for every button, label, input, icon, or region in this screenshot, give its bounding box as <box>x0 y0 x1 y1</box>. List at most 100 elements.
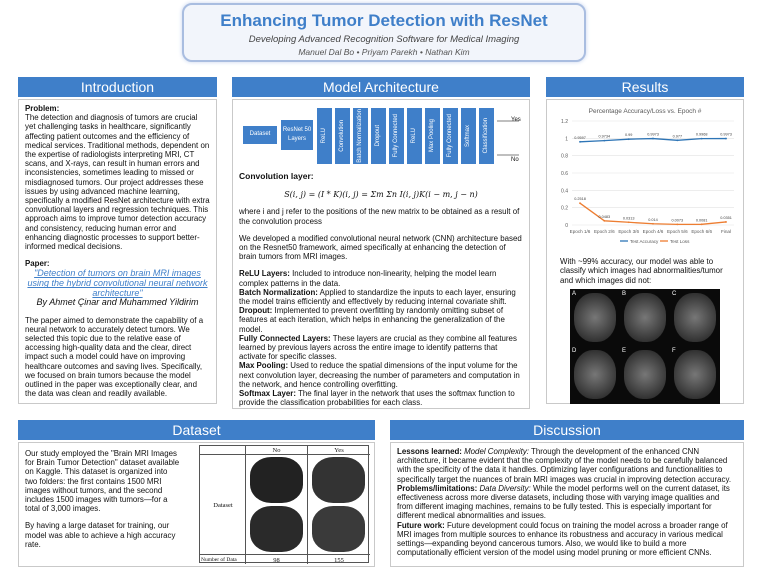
arch-layer-3: Dropout <box>371 108 386 164</box>
chart-point <box>676 223 679 226</box>
table-count-yes: 155 <box>334 557 344 564</box>
mri-letter-b: B <box>622 290 627 297</box>
mri-image-e <box>624 349 666 399</box>
arch-diagram: Dataset ResNet 50 Layers ReLU Convolution… <box>239 104 523 166</box>
problem-text: The detection and diagnosis of tumors ar… <box>25 113 210 252</box>
arch-resnet-box: ResNet 50 Layers <box>281 120 313 150</box>
chart-ytick-label: 0 <box>565 223 568 229</box>
results-panel: Percentage Accuracy/Loss vs. Epoch # 0 0.2… <box>546 99 744 404</box>
mri-letter-a: A <box>572 290 577 297</box>
arch-connectors <box>497 120 519 156</box>
chart-data-label: 0.0081 <box>696 218 708 222</box>
arch-description: We developed a modified convolutional ne… <box>239 233 522 262</box>
conv-label: Convolution layer: <box>239 171 314 181</box>
paper-title-link[interactable]: "Detection of tumors on brain MRI images… <box>27 268 208 299</box>
arch-layer-9: Classification <box>479 108 494 164</box>
chart-point <box>627 138 630 141</box>
mri-image-f <box>674 349 716 399</box>
chart-ytick-label: 0.2 <box>561 206 568 212</box>
table-count-no: 98 <box>273 557 280 564</box>
chart-point <box>579 202 581 205</box>
chart-data-label: 0.99 <box>625 133 632 137</box>
chart-point <box>725 221 727 223</box>
mri-image-a <box>574 292 616 342</box>
arch-def-1: Batch Normalization: Applied to standard… <box>239 287 516 307</box>
chart-data-label: 0.014 <box>648 218 658 222</box>
chart-data-label: 0.9973 <box>720 133 732 137</box>
arch-panel: Dataset ResNet 50 Layers ReLU Convolution… <box>232 99 530 409</box>
chart-xtick-label: Final <box>721 229 731 234</box>
mri-no-2 <box>250 506 303 552</box>
chart-data-label: 0.9973 <box>647 133 659 137</box>
formula-note: where i and j refer to the positions of … <box>239 207 520 226</box>
chart-data-label: 0.977 <box>673 134 683 138</box>
paper-text: The paper aimed to demonstrate the capab… <box>25 315 204 399</box>
chart-ytick-label: 1 <box>565 136 568 142</box>
chart-point <box>603 139 606 142</box>
dataset-text-1: Our study employed the "Brain MRI Images… <box>25 449 180 514</box>
chart-point <box>725 137 727 140</box>
dataset-text-2: By having a large dataset for training, … <box>25 521 176 549</box>
chart-xtick-label: Epoch 5/6 <box>667 229 688 234</box>
mri-image-d <box>574 349 616 399</box>
chart-point <box>700 137 703 140</box>
chart-data-label: 0.0073 <box>672 218 684 222</box>
poster-subtitle: Developing Advanced Recognition Software… <box>248 34 520 45</box>
table-row-count: Number of Data <box>201 557 237 563</box>
chart-point <box>652 137 654 140</box>
mri-yes-2 <box>312 506 365 552</box>
chart-data-label: 0.9597 <box>574 136 586 140</box>
accuracy-loss-chart: Percentage Accuracy/Loss vs. Epoch # 0 0.2… <box>561 108 734 244</box>
poster-title: Enhancing Tumor Detection with ResNet <box>220 11 548 30</box>
arch-layer-6: Max Pooling <box>425 108 440 164</box>
arch-def-2: Dropout: Implemented to prevent overfitt… <box>239 306 505 334</box>
mri-no-1 <box>250 457 303 503</box>
results-summary: With ~99% accuracy, our model was able t… <box>560 257 723 285</box>
paper-authors: By Ahmet Çinar and Muhammed Yildirim <box>36 297 199 308</box>
table-col-no: No <box>272 447 281 454</box>
chart-data-label: 0.9734 <box>599 135 611 139</box>
chart-point <box>603 219 606 222</box>
conv-formula: S(i, j) = (I * K)(i, j) = Σm Σn I(i, j)K… <box>284 190 478 200</box>
arch-layer-5: ReLU <box>407 108 422 164</box>
dataset-heading: Dataset <box>18 420 375 440</box>
chart-xtick-label: Epoch 2/6 <box>594 229 615 234</box>
chart-legend-label: Test Accuracy <box>630 239 659 244</box>
chart-ytick-label: 0.6 <box>561 171 568 177</box>
arch-dataset-box: Dataset <box>243 126 277 144</box>
chart-title: Percentage Accuracy/Loss vs. Epoch # <box>589 108 702 115</box>
arch-def-4: Max Pooling: Used to reduce the spatial … <box>239 361 520 389</box>
table-row-dataset: Dataset <box>213 502 233 509</box>
mri-letter-d: D <box>572 347 577 354</box>
dataset-table: No Yes Dataset Number of Data 98 155 <box>199 445 370 564</box>
paper-label: Paper: <box>25 259 50 269</box>
chart-xtick-label: Epoch 4/6 <box>643 229 664 234</box>
table-col-yes: Yes <box>334 447 344 454</box>
arch-definitions: ReLU Layers: Included to introduce non-l… <box>239 269 523 407</box>
chart-xtick-label: Epoch 3/6 <box>618 229 639 234</box>
chart-data-label: 0.0313 <box>623 216 635 220</box>
chart-data-label: 0.0483 <box>599 215 611 219</box>
mri-letter-e: E <box>622 347 627 354</box>
arch-heading: Model Architecture <box>232 77 530 97</box>
intro-heading: Introduction <box>18 77 217 97</box>
chart-xtick-label: Epoch 1/6 <box>570 229 591 234</box>
chart-xtick-label: Epoch 6/6 <box>691 229 712 234</box>
arch-layer-2: Batch Normalization <box>353 108 368 164</box>
chart-point <box>676 139 679 142</box>
arch-layer-1: Convolution <box>335 108 350 164</box>
chart-ytick-label: 1.2 <box>561 119 568 125</box>
discussion-item-2: Future work: Future development could fo… <box>397 520 728 558</box>
intro-panel: Problem: The detection and diagnosis of … <box>18 99 217 404</box>
chart-point <box>652 222 654 225</box>
chart-point <box>627 221 630 224</box>
arch-layer-4: Fully Connected <box>389 108 404 164</box>
mri-letter-c: C <box>672 290 677 297</box>
dataset-panel: Our study employed the "Brain MRI Images… <box>18 442 375 567</box>
chart-point <box>579 140 581 143</box>
chart-data-label: 0.9968 <box>696 133 708 137</box>
chart-point <box>700 223 703 226</box>
discussion-item-1: Problems/limitations: Data Diversity: Wh… <box>397 483 730 521</box>
discussion-panel: Lessons learned: Model Complexity: Throu… <box>390 442 744 567</box>
